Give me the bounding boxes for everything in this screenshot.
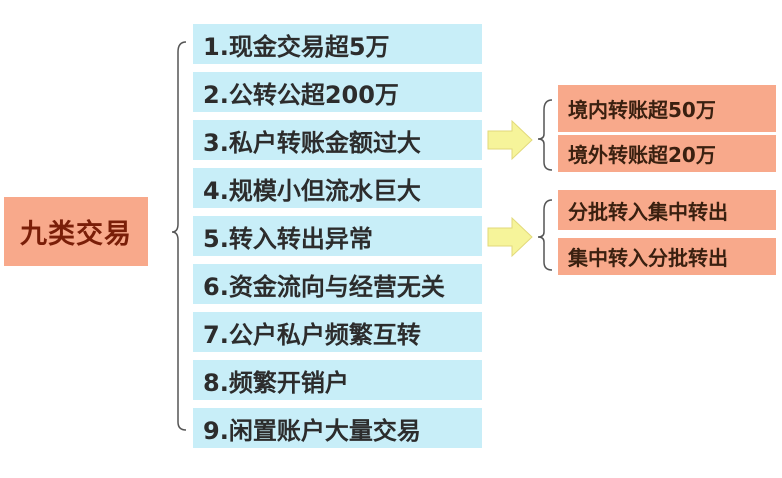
detail-node: 集中转入分批转出 [558,238,776,275]
item-node: 2.公转公超200万 [193,72,482,112]
sub-brace [537,199,553,271]
item-label: 2.公转公超200万 [203,80,399,109]
item-label: 4.规模小但流水巨大 [203,176,421,205]
item-node: 3.私户转账金额过大 [193,120,482,160]
item-node: 8.频繁开销户 [193,360,482,400]
item-label: 8.频繁开销户 [203,368,349,397]
detail-node: 境内转账超50万 [558,85,776,132]
item-label: 3.私户转账金额过大 [203,128,421,157]
item-label: 7.公户私户频繁互转 [203,320,421,349]
item-node: 4.规模小但流水巨大 [193,168,482,208]
detail-node: 境外转账超20万 [558,135,776,172]
item-node: 9.闲置账户大量交易 [193,408,482,448]
root-node: 九类交易 [4,197,148,266]
sub-brace [537,99,553,171]
item-label: 5.转入转出异常 [203,224,373,253]
arrow-icon [487,216,533,258]
root-label: 九类交易 [20,219,132,250]
item-label: 1.现金交易超5万 [203,32,390,61]
item-node: 7.公户私户频繁互转 [193,312,482,352]
arrow-icon [487,119,533,161]
detail-node: 分批转入集中转出 [558,190,776,230]
detail-label: 集中转入分批转出 [568,246,728,270]
item-label: 9.闲置账户大量交易 [203,416,421,445]
item-node: 5.转入转出异常 [193,216,482,256]
detail-label: 境外转账超20万 [568,143,716,167]
detail-label: 境内转账超50万 [568,98,716,122]
item-node: 1.现金交易超5万 [193,24,482,64]
item-node: 6.资金流向与经营无关 [193,264,482,304]
main-brace [171,41,187,431]
detail-label: 分批转入集中转出 [568,199,728,224]
item-label: 6.资金流向与经营无关 [203,272,445,301]
